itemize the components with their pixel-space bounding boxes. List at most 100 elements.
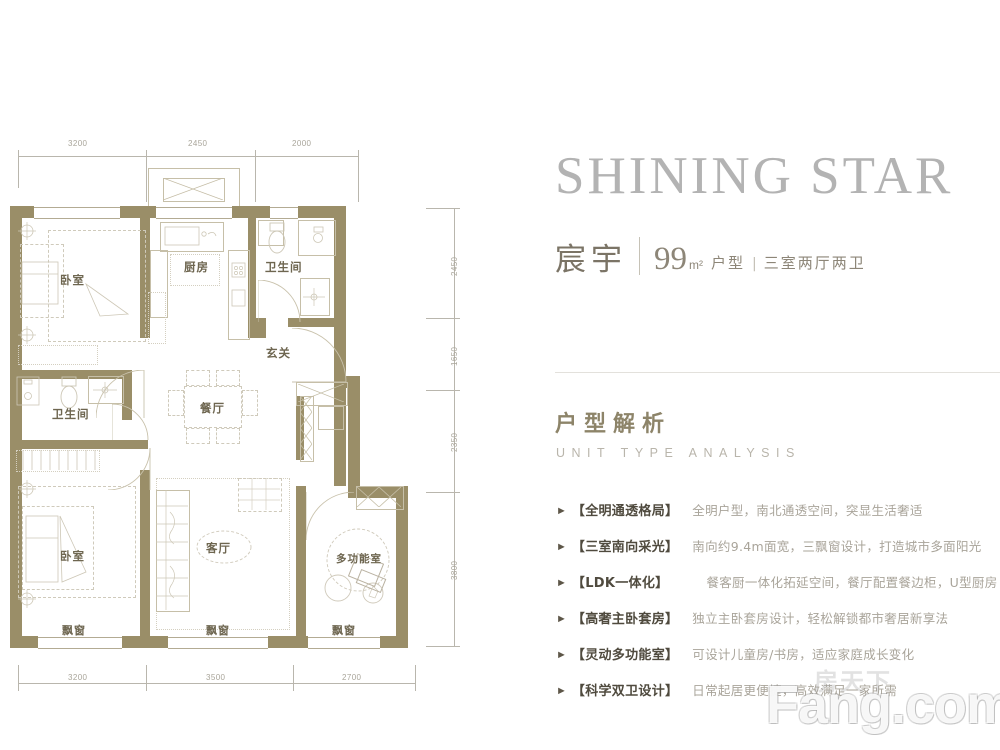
info-panel: SHINING STAR 宸宇 99 m² 户型 | 三室两厅两卫 户型解析 U… [520,0,1000,750]
shower-icon-mid [16,376,40,406]
bedroom-top-bed-detail-icon [21,261,59,305]
feature-title-4: 【灵动多功能室】 [571,648,679,663]
title-divider-1 [639,237,640,275]
dim-bottom-0: 3200 [68,673,88,682]
bay-window-right-glass [308,637,380,649]
wall-bath-mid-right [122,370,132,420]
area-unit: m² [689,258,703,272]
floorplan-panel: 3200 2450 2000 2450 1650 2350 3800 3200 … [10,139,460,691]
bedroom-bottom-bed-detail-icon [25,515,87,583]
dim-top-tick-2 [255,150,256,202]
feature-row-0: ► 【全明通透格局】 全明户型，南北通透空间，突显生活奢适 [556,500,923,519]
window-bedroom-top [34,207,120,219]
dining-chair-1 [186,370,210,386]
dim-top-2: 2000 [292,139,312,148]
wall-bath-right [288,318,346,327]
dim-right-0: 2450 [450,256,459,276]
bay-window-left-glass [38,637,122,649]
door-swing-bedroom-top [96,370,145,419]
feature-desc-1: 南向约9.4m面宽，三飘窗设计，打造城市多面阳光 [692,539,982,554]
bedroom-top-wardrobe [18,345,98,365]
bullet-icon-3: ► [556,613,567,625]
toilet-icon-mid [60,376,78,409]
tv-console-grid-icon [238,478,280,510]
sink-icon-top [303,288,325,306]
multifunction-cabinet [356,486,404,510]
room-label-bedroom-bottom: 卧室 [60,549,85,563]
bedroom-top-lamp-icon [85,282,130,317]
kitchen-counter-left [150,250,168,318]
kitchen-stove-icon [231,262,246,307]
door-swing-bathroom-top [258,280,301,322]
dining-chair-5 [168,390,184,416]
feature-row-3: ► 【高奢主卧套房】 独立主卧套房设计，轻松解锁都市奢居新享法 [556,608,948,627]
door-swing-bathroom-mid [112,404,149,441]
door-swing-multifunction [306,492,355,541]
dining-chair-2 [216,370,240,386]
room-label-bathroom-mid: 卫生间 [52,407,90,421]
wall-hall-divider [88,440,148,449]
dim-bottom-2: 2700 [342,673,362,682]
kitchen-sink-icon [164,226,217,246]
wall-right-mid-jog [334,376,346,486]
bullet-icon-4: ► [556,649,567,661]
bedroom-top-bed [20,244,64,318]
wall-bathtop-left [256,318,266,338]
window-bathroom-top [270,207,298,219]
dim-bottom-tick-2 [293,665,294,691]
room-label-dining: 餐厅 [198,400,227,416]
feature-title-3: 【高奢主卧套房】 [571,612,679,627]
wall-top-seg2 [232,206,270,218]
section-divider [555,372,1000,373]
feature-title-5: 【科学双卫设计】 [571,684,679,699]
title-separator: | [752,256,757,272]
kitchen-cabinet-left [148,292,166,344]
dim-right-line [454,208,455,646]
feature-row-1: ► 【三室南向采光】 南向约9.4m面宽，三飘窗设计，打造城市多面阳光 [556,536,982,555]
feature-title-0: 【全明通透格局】 [571,504,679,519]
wall-right-step [348,486,408,498]
dim-top-0: 3200 [68,139,88,148]
project-name: 宸宇 [555,242,627,278]
ac-cross-icon [163,178,223,200]
ceiling-light-icon-2 [18,326,36,344]
kitchen-counter-top [160,222,224,252]
sink-icon-mid [93,382,117,398]
room-label-bathroom-top: 卫生间 [265,260,303,274]
dining-chair-6 [242,390,258,416]
dim-bottom-tick-3 [415,665,416,691]
bay-window-label-center: 飘窗 [206,624,230,637]
bedroom-bottom-area [18,486,136,598]
dining-chair-3 [186,428,210,444]
room-label-bedroom-top: 卧室 [60,273,85,287]
feature-row-2: ► 【LDK一体化】 餐客厨一体化拓延空间，餐厅配置餐边柜，U型厨房 [556,572,998,591]
sideboard-hatch-icon [300,396,312,460]
dim-right-tick-4 [426,646,460,647]
multifunction-chair-icon [348,552,387,594]
feature-row-4: ► 【灵动多功能室】 可设计儿童房/书房，适应家庭成长变化 [556,644,914,663]
bullet-icon-2: ► [556,577,567,589]
bullet-icon-1: ► [556,541,567,553]
bay-window-center-glass [168,637,268,649]
dim-right-tick-0 [426,208,460,209]
dim-top-tick-0 [18,150,19,188]
toilet-icon-top [268,222,286,254]
wall-left-upper [10,206,22,376]
wall-living-right [296,486,306,648]
ac-unit [163,178,225,202]
window-kitchen [156,207,232,219]
floorplan-drawing: 3200 2450 2000 2450 1650 2350 3800 3200 … [10,139,460,691]
room-config: 三室两厅两卫 [763,254,866,272]
kitchen-counter-right [228,250,250,340]
area-value: 99 [654,241,687,277]
dim-bottom-tick-1 [146,665,147,691]
feature-title-1: 【三室南向采光】 [571,540,679,555]
dim-top-tick-3 [358,150,359,202]
unit-word: 户型 [711,254,746,272]
entry-cabinet [296,382,348,406]
bath-top-toilet-housing [258,220,284,246]
feature-desc-4: 可设计儿童房/书房，适应家庭成长变化 [692,647,915,662]
wall-living-left [140,470,150,648]
dim-right-tick-2 [426,390,460,391]
